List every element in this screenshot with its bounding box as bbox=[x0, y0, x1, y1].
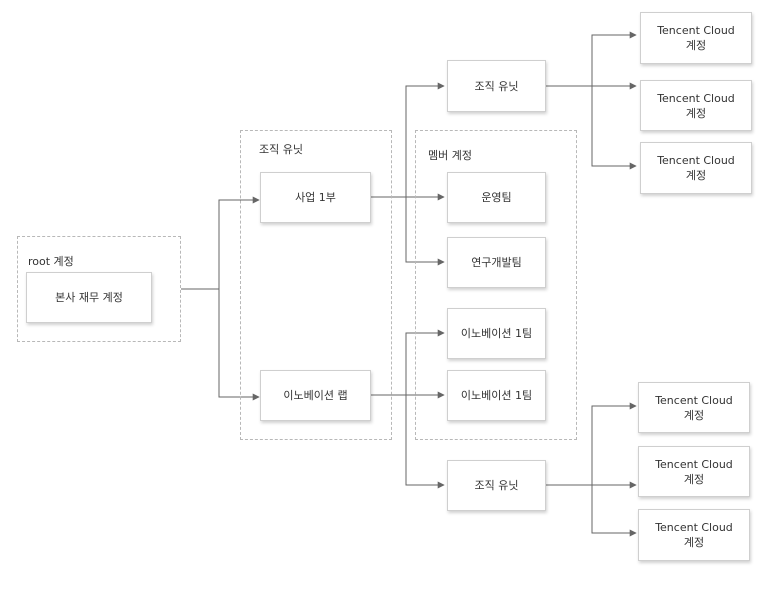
innovation-lab-text: 이노베이션 랩 bbox=[283, 389, 348, 402]
business-division-1-node[interactable]: 사업 1부 bbox=[260, 172, 371, 223]
tencent-cloud-account-node-2[interactable]: Tencent Cloud 계정 bbox=[640, 80, 752, 131]
tencent-cloud-account-text-1: Tencent Cloud 계정 bbox=[657, 24, 735, 52]
innovation-team-b-text: 이노베이션 1팀 bbox=[460, 389, 533, 402]
edge-lab-to-orgbottom bbox=[405, 395, 445, 489]
edge-orgbottom-to-cloud6 bbox=[591, 485, 637, 537]
tencent-cloud-account-text-5: Tencent Cloud 계정 bbox=[655, 457, 733, 486]
innovation-team-a-text: 이노베이션 1팀 bbox=[460, 327, 533, 340]
org-unit-top-node[interactable]: 조직 유닛 bbox=[447, 60, 546, 112]
member-account-group: 멤버 계정 bbox=[415, 130, 577, 440]
edge-orgtop-to-cloud3 bbox=[591, 86, 637, 170]
member-account-label: 멤버 계정 bbox=[428, 149, 472, 162]
org-unit-group: 조직 유닛 bbox=[240, 130, 392, 440]
edge-orgtop-to-cloud1 bbox=[546, 31, 637, 87]
tencent-cloud-account-text-2: Tencent Cloud 계정 bbox=[657, 91, 735, 120]
edge-hq-to-biz bbox=[181, 196, 260, 290]
hq-finance-account-node[interactable]: 본사 재무 계정 bbox=[26, 272, 152, 323]
business-division-1-text: 사업 1부 bbox=[295, 191, 336, 204]
org-unit-bottom-node[interactable]: 조직 유닛 bbox=[447, 460, 546, 511]
root-account-group: root 계정 bbox=[17, 236, 181, 342]
edge-hq-to-lab bbox=[218, 289, 260, 401]
tencent-cloud-account-node-6[interactable]: Tencent Cloud 계정 bbox=[638, 509, 750, 561]
org-unit-top-text: 조직 유닛 bbox=[474, 79, 519, 93]
tencent-cloud-account-node-5[interactable]: Tencent Cloud 계정 bbox=[638, 446, 750, 497]
org-unit-label: 조직 유닛 bbox=[259, 143, 303, 156]
hq-finance-account-text: 본사 재무 계정 bbox=[55, 291, 123, 304]
root-account-label: root 계정 bbox=[28, 255, 74, 268]
operations-team-text: 운영팀 bbox=[481, 191, 512, 204]
edge-biz-to-orgtop bbox=[405, 82, 445, 197]
tencent-cloud-account-node-3[interactable]: Tencent Cloud 계정 bbox=[640, 142, 752, 194]
org-unit-bottom-text: 조직 유닛 bbox=[474, 479, 519, 492]
rnd-team-text: 연구개발팀 bbox=[471, 256, 522, 269]
rnd-team-node[interactable]: 연구개발팀 bbox=[447, 237, 546, 288]
tencent-cloud-account-text-3: Tencent Cloud 계정 bbox=[657, 154, 735, 182]
tencent-cloud-account-text-6: Tencent Cloud 계정 bbox=[655, 521, 733, 549]
innovation-team-a-node[interactable]: 이노베이션 1팀 bbox=[447, 308, 546, 359]
tencent-cloud-account-node-1[interactable]: Tencent Cloud 계정 bbox=[640, 12, 752, 64]
innovation-team-b-node[interactable]: 이노베이션 1팀 bbox=[447, 370, 546, 421]
operations-team-node[interactable]: 운영팀 bbox=[447, 172, 546, 223]
tencent-cloud-account-text-4: Tencent Cloud 계정 bbox=[655, 393, 733, 422]
tencent-cloud-account-node-4[interactable]: Tencent Cloud 계정 bbox=[638, 382, 750, 433]
edge-biz-to-rnd bbox=[405, 197, 445, 266]
innovation-lab-node[interactable]: 이노베이션 랩 bbox=[260, 370, 371, 421]
edge-lab-to-innov-a bbox=[405, 329, 445, 395]
